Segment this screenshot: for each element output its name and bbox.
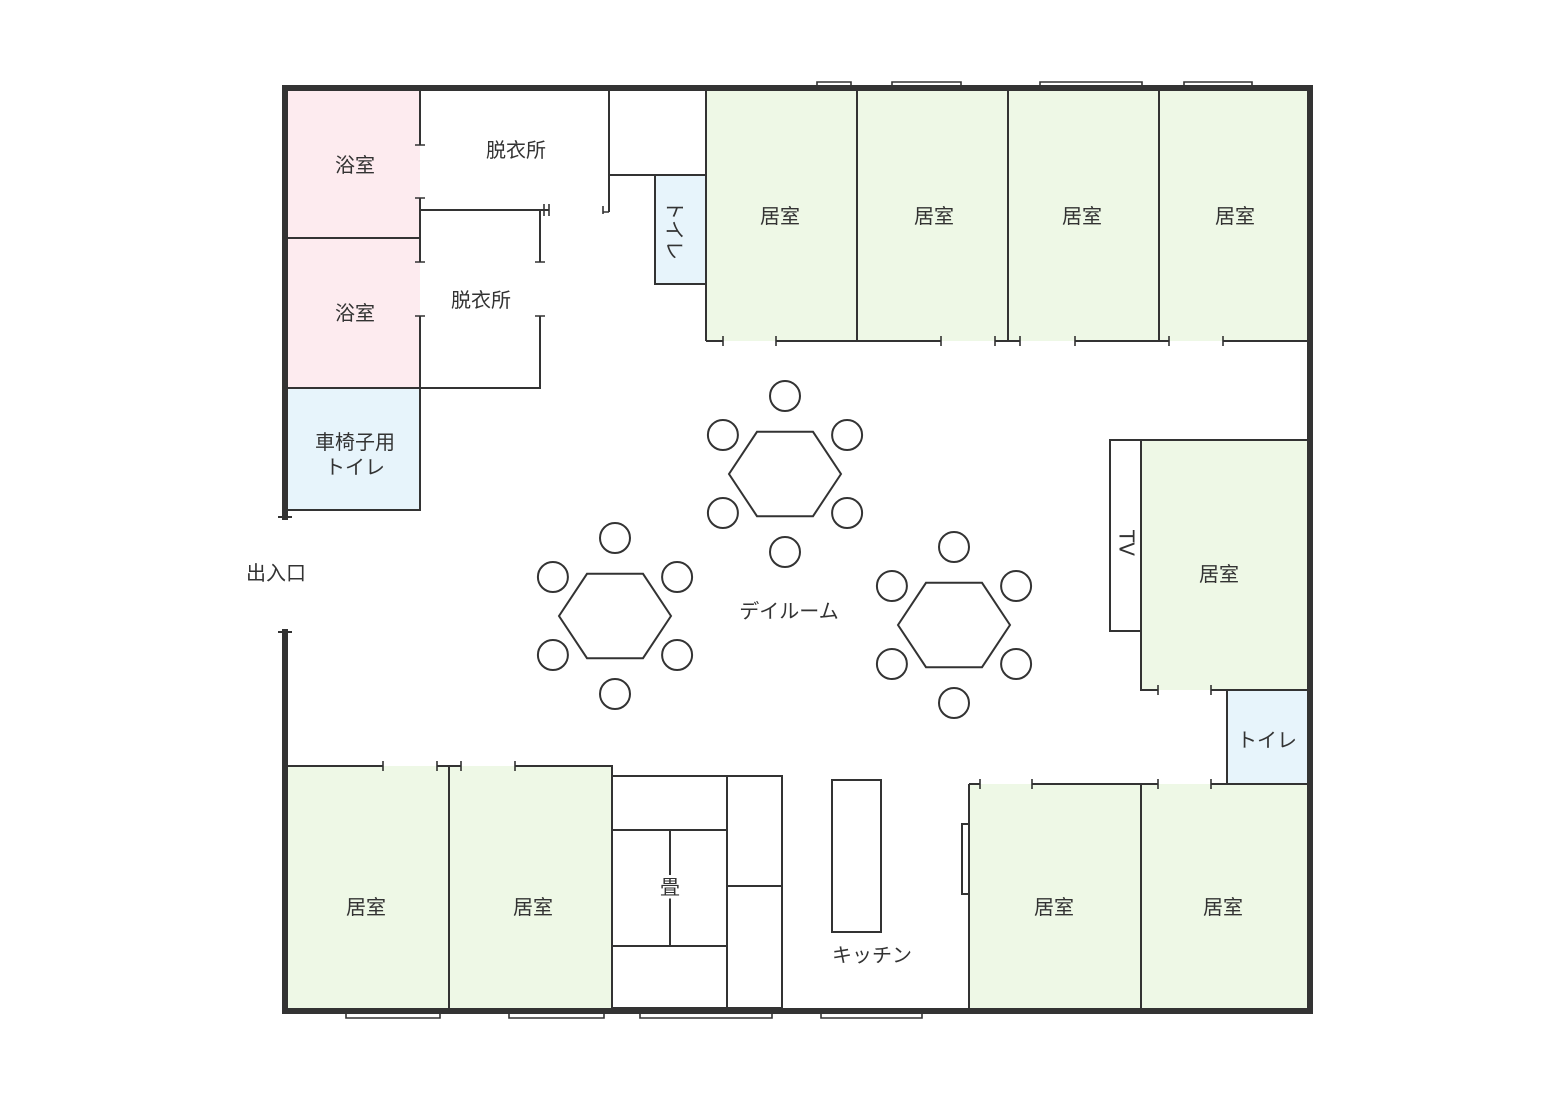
chair — [599, 678, 631, 710]
living-room-top-3 — [1008, 91, 1159, 341]
chair — [938, 531, 970, 563]
door-jambs — [382, 144, 1224, 789]
chair — [1000, 570, 1033, 602]
room-bottom-4-label: 居室 — [1203, 895, 1243, 919]
room-top-3-label: 居室 — [1062, 204, 1102, 228]
chair — [536, 561, 569, 593]
chair — [661, 639, 694, 671]
dressing-label-2: 脱衣所 — [451, 288, 511, 312]
room-bottom-2-label: 居室 — [513, 895, 553, 919]
chair — [769, 380, 801, 412]
room-top-1-label: 居室 — [760, 204, 800, 228]
chair — [1000, 648, 1033, 680]
bath-label-1: 浴室 — [335, 153, 375, 177]
bath-label-2: 浴室 — [335, 301, 375, 325]
chair — [831, 497, 864, 529]
living-room-right — [1141, 440, 1307, 690]
dining-tables — [536, 380, 1033, 719]
chair — [769, 536, 801, 568]
living-room-top-4 — [1159, 91, 1307, 341]
kitchen-label: キッチン — [832, 943, 912, 967]
chair — [599, 522, 631, 554]
outer-walls — [278, 85, 1313, 1014]
day-room-label: デイルーム — [739, 599, 838, 623]
chair — [706, 419, 739, 451]
living-room-bottom-1 — [288, 766, 449, 1008]
wheelchair-toilet-label-1: 車椅子用 — [315, 430, 395, 454]
living-room-bottom-4 — [1141, 784, 1307, 1008]
chair — [661, 561, 694, 593]
wheelchair-toilet — [288, 388, 420, 510]
dressing-label-1: 脱衣所 — [486, 138, 546, 162]
living-room-top-1 — [706, 91, 857, 341]
living-room-bottom-2 — [449, 766, 612, 1008]
chair — [938, 687, 970, 719]
toilet-top — [655, 175, 706, 284]
room-bottom-3-label: 居室 — [1034, 895, 1074, 919]
dining-table — [896, 581, 1012, 669]
room-bottom-1-label: 居室 — [346, 895, 386, 919]
toilet-top-label: トイレ — [663, 200, 687, 260]
bath-room-1 — [288, 91, 420, 238]
wheelchair-toilet-label-2: トイレ — [325, 455, 385, 479]
chair — [875, 648, 908, 680]
room-fills — [288, 91, 1307, 1008]
labels: 浴室 浴室 脱衣所 脱衣所 車椅子用 トイレ トイレ トイレ 出入口 デイルーム… — [246, 138, 1297, 967]
room-top-4-label: 居室 — [1215, 204, 1255, 228]
dining-table — [557, 572, 673, 660]
toilet-right — [1227, 690, 1307, 784]
room-top-2-label: 居室 — [914, 204, 954, 228]
dining-table — [727, 430, 843, 518]
tatami-label: 畳 — [660, 875, 680, 899]
chair — [875, 570, 908, 602]
chair — [706, 497, 739, 529]
room-right-label: 居室 — [1199, 562, 1239, 586]
living-room-top-2 — [857, 91, 1008, 341]
chair — [831, 419, 864, 451]
living-room-bottom-3 — [969, 784, 1141, 1008]
bath-room-2 — [288, 238, 420, 388]
entrance-label: 出入口 — [246, 561, 306, 585]
chair — [536, 639, 569, 671]
tv-label: TV — [1115, 529, 1139, 556]
interior-walls — [288, 91, 1307, 1009]
toilet-right-label: トイレ — [1237, 728, 1297, 752]
